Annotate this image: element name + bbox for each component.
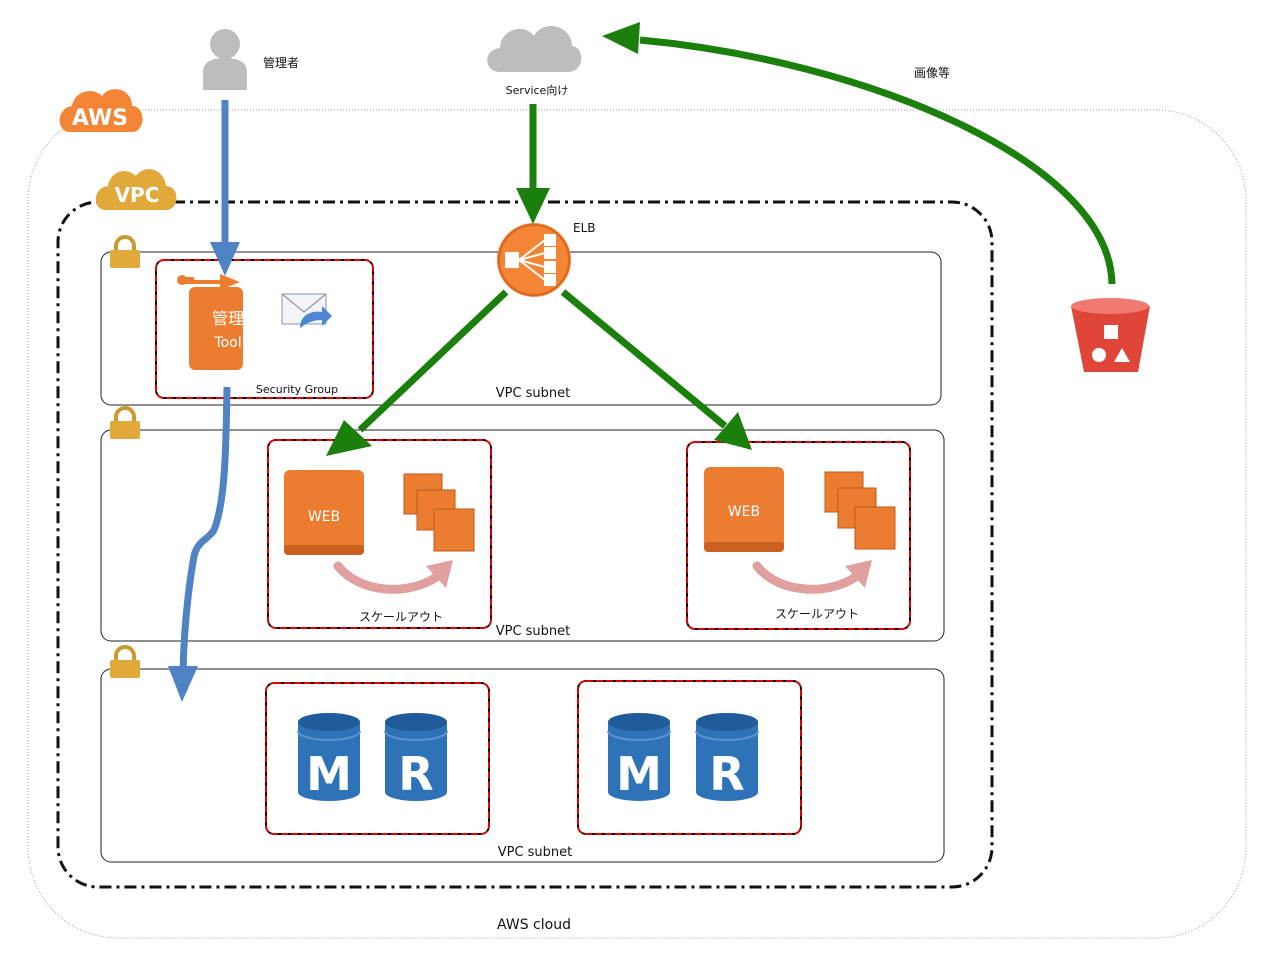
web-server-1: WEB xyxy=(284,470,364,555)
lock-icon xyxy=(110,645,140,678)
db-2-replica-label: R xyxy=(709,747,744,801)
admin-tool-server: 管理 Tool xyxy=(177,274,244,370)
elb-label: ELB xyxy=(573,221,596,235)
vpc-badge: VPC xyxy=(95,169,177,210)
vpc-badge-label: VPC xyxy=(115,183,160,207)
elb-icon xyxy=(497,223,571,297)
subnet-3-label: VPC subnet xyxy=(498,845,573,860)
admin-label: 管理者 xyxy=(263,55,299,70)
admin-tool-line2: Tool xyxy=(213,335,241,351)
security-group-db-2 xyxy=(577,680,802,835)
security-group-web-2 xyxy=(686,441,911,630)
security-group-admin xyxy=(155,259,374,399)
security-group-db-1 xyxy=(265,682,490,835)
instances-icon xyxy=(403,473,475,552)
aws-cloud-label: AWS cloud xyxy=(497,917,571,933)
aws-badge-label: AWS xyxy=(72,106,128,131)
web-1-label: WEB xyxy=(308,509,340,525)
web-server-2: WEB xyxy=(704,467,784,552)
subnet-3 xyxy=(100,668,945,863)
mail-icon xyxy=(281,293,332,328)
lock-icon xyxy=(110,406,140,439)
image-label: 画像等 xyxy=(914,66,950,80)
cloud-icon xyxy=(487,25,582,72)
db-1-master-label: M xyxy=(306,747,352,801)
security-group-label: Security Group xyxy=(256,383,338,396)
db-1-replica-label: R xyxy=(398,747,433,801)
scale-out-arrow-2 xyxy=(752,560,872,594)
admin-flow-arrow xyxy=(168,100,240,702)
s3-bucket-icon xyxy=(1071,298,1150,372)
scale-out-label-2: スケールアウト xyxy=(775,607,859,621)
security-group-web-1 xyxy=(267,439,492,629)
admin-tool-line1: 管理 xyxy=(212,309,244,328)
db-replica-icon: R xyxy=(384,713,448,801)
aws-cloud-boundary xyxy=(27,109,1247,939)
db-2-master-label: M xyxy=(616,747,662,801)
service-flow-arrows xyxy=(326,104,752,456)
lock-icon xyxy=(110,235,140,268)
scale-out-arrow-1 xyxy=(333,560,453,594)
db-replica-icon: R xyxy=(695,713,759,801)
db-master-icon: M xyxy=(297,713,361,801)
aws-cloud-badge: AWS xyxy=(59,89,143,132)
admin-user-icon xyxy=(203,29,247,90)
instances-icon xyxy=(824,471,896,550)
subnet-2-label: VPC subnet xyxy=(496,624,571,639)
image-flow-arrow xyxy=(602,22,1116,285)
service-label: Service向け xyxy=(506,83,569,97)
subnet-1-label: VPC subnet xyxy=(496,386,571,401)
web-2-label: WEB xyxy=(728,504,760,520)
db-master-icon: M xyxy=(607,713,671,801)
scale-out-label-1: スケールアウト xyxy=(359,610,443,624)
